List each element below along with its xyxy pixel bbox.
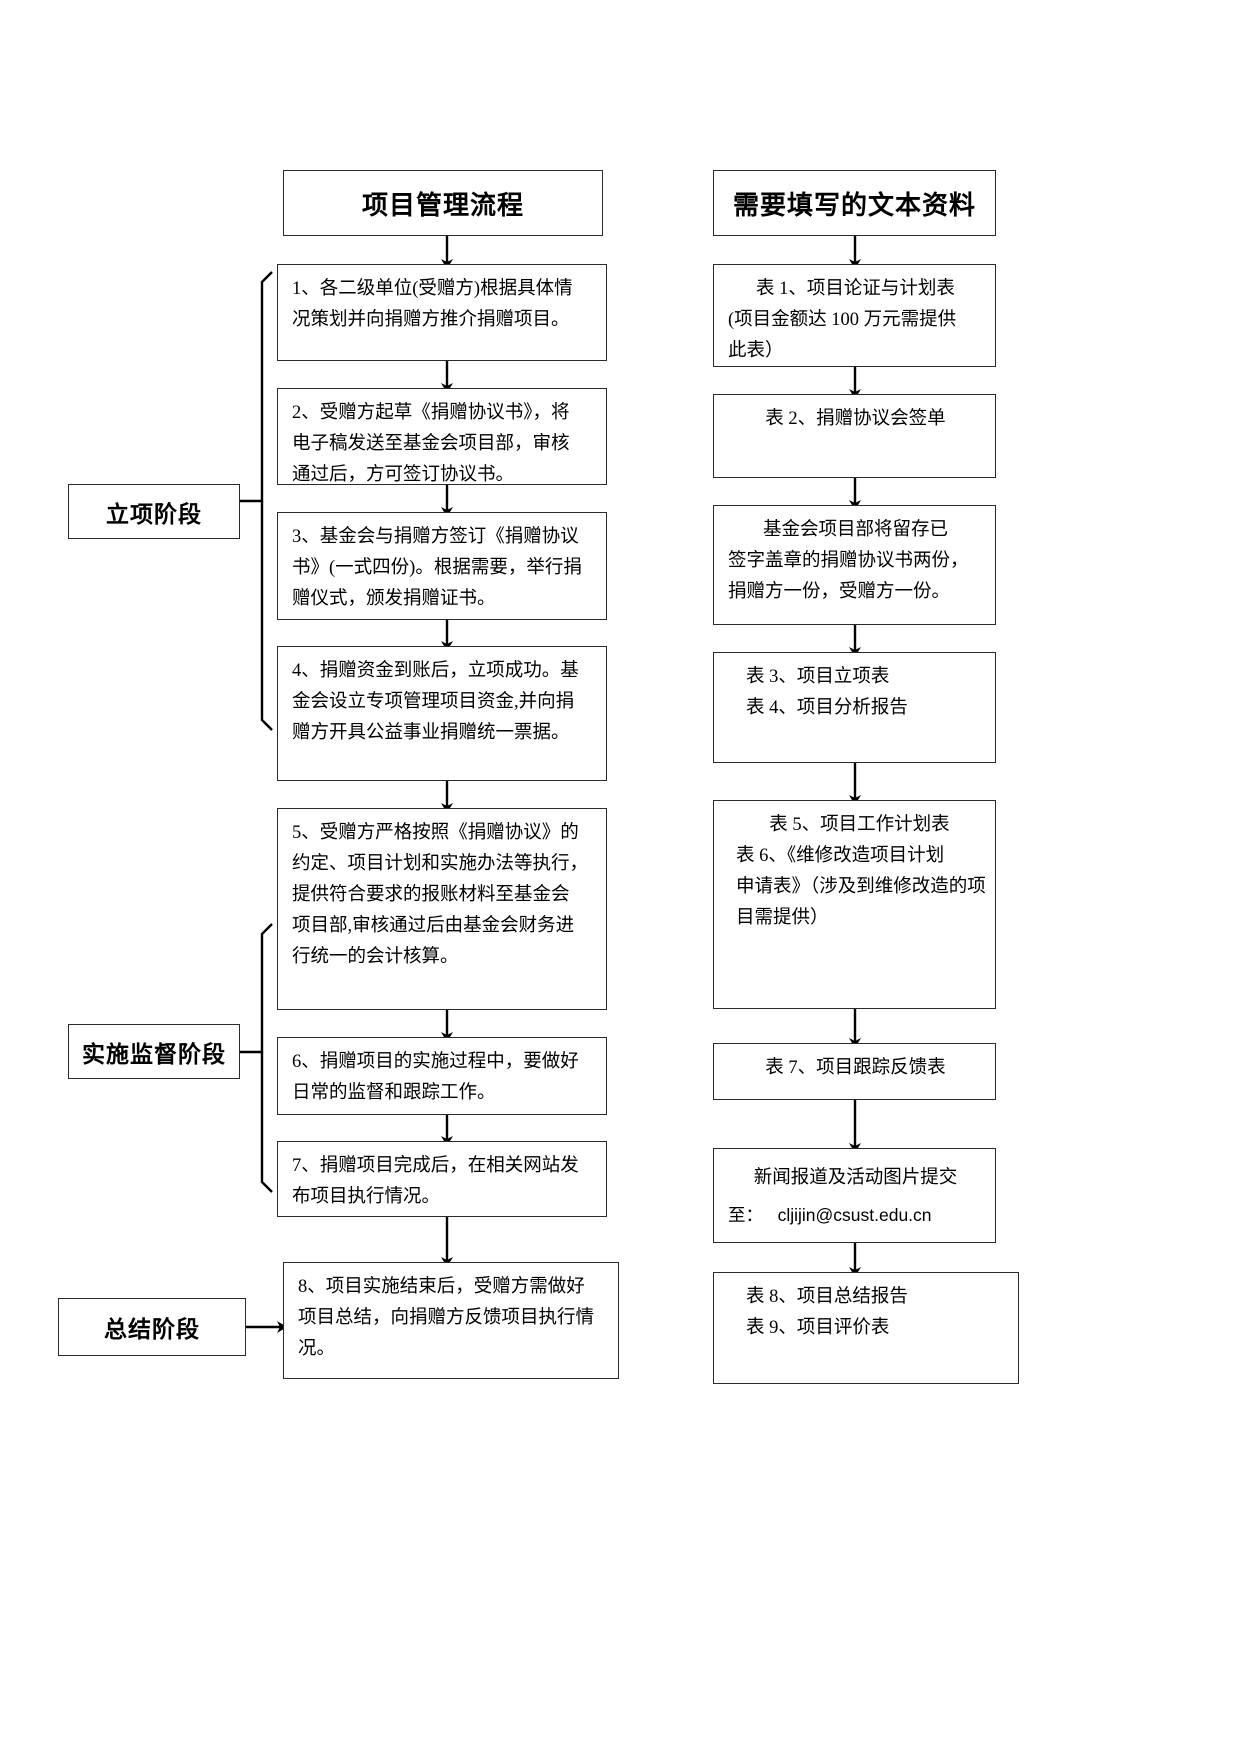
stage-1-bracket [240, 271, 273, 731]
step-4-line-3: 赠方开具公益事业捐赠统一票据。 [292, 723, 570, 743]
stage-label-box-2: 实施监督阶段 [68, 1024, 240, 1079]
step-box-3: 3、基金会与捐赠方签订《捐赠协议 书》(一式四份)。根据需要，举行捐 赠仪式，颁… [277, 512, 607, 620]
stage-label-box-1: 立项阶段 [68, 484, 240, 539]
step-1-line-1: 1、各二级单位(受赠方)根据具体情 [292, 279, 573, 299]
step-3-line-3: 赠仪式，颁发捐赠证书。 [292, 589, 496, 609]
right-column-title: 需要填写的文本资料 [732, 190, 976, 220]
doc-box-1: 表 1、项目论证与计划表 (项目金额达 100 万元需提供 此表） [713, 264, 996, 367]
doc-6-line-1: 表 7、项目跟踪反馈表 [765, 1058, 946, 1078]
step-1-line-2: 况策划并向捐赠方推介捐赠项目。 [292, 310, 570, 330]
step-5-line-4: 项目部,审核通过后由基金会财务进 [292, 916, 575, 936]
step-box-4: 4、捐赠资金到账后，立项成功。基 金会设立专项管理项目资金,并向捐 赠方开具公益… [277, 646, 607, 781]
doc-box-2: 表 2、捐赠协议会签单 [713, 394, 996, 478]
doc-5-line-1: 表 5、项目工作计划表 [769, 815, 950, 835]
stage-3-label: 总结阶段 [104, 1317, 200, 1342]
doc-box-7: 新闻报道及活动图片提交 至： cljijin@csust.edu.cn [713, 1148, 996, 1243]
step-5-line-2: 约定、项目计划和实施办法等执行， [292, 854, 589, 874]
step-box-6: 6、捐赠项目的实施过程中，要做好 日常的监督和跟踪工作。 [277, 1037, 607, 1115]
doc-1-line-1: 表 1、项目论证与计划表 [756, 279, 955, 299]
right-column-title-box: 需要填写的文本资料 [713, 170, 996, 236]
doc-box-6: 表 7、项目跟踪反馈表 [713, 1043, 996, 1100]
step-5-line-5: 行统一的会计核算。 [292, 947, 459, 967]
stage-2-label: 实施监督阶段 [82, 1041, 226, 1067]
doc-3-line-1: 基金会项目部将留存已 [762, 520, 948, 540]
left-column-title: 项目管理流程 [361, 190, 524, 220]
doc-box-4: 表 3、项目立项表 表 4、项目分析报告 [713, 652, 996, 763]
step-box-5: 5、受赠方严格按照《捐赠协议》的 约定、项目计划和实施办法等执行， 提供符合要求… [277, 808, 607, 1010]
doc-3-line-2: 签字盖章的捐赠协议书两份， [728, 551, 969, 571]
doc-3-line-3: 捐赠方一份，受赠方一份。 [728, 582, 951, 602]
stage-label-box-3: 总结阶段 [58, 1298, 246, 1356]
step-8-line-1: 8、项目实施结束后，受赠方需做好 [298, 1277, 585, 1297]
step-5-line-3: 提供符合要求的报账材料至基金会 [292, 885, 570, 905]
step-box-1: 1、各二级单位(受赠方)根据具体情 况策划并向捐赠方推介捐赠项目。 [277, 264, 607, 361]
doc-8-line-1: 表 8、项目总结报告 [746, 1287, 908, 1307]
doc-5-line-4: 目需提供） [736, 908, 829, 928]
doc-1-line-3: 此表） [728, 341, 784, 361]
doc-4-line-2: 表 4、项目分析报告 [746, 698, 908, 718]
left-column-title-box: 项目管理流程 [283, 170, 603, 236]
step-3-line-2: 书》(一式四份)。根据需要，举行捐 [292, 558, 582, 578]
step-8-line-2: 项目总结，向捐赠方反馈项目执行情 [298, 1308, 595, 1328]
step-5-line-1: 5、受赠方严格按照《捐赠协议》的 [292, 823, 579, 843]
step-7-line-1: 7、捐赠项目完成后，在相关网站发 [292, 1156, 579, 1176]
step-2-line-2: 电子稿发送至基金会项目部，审核 [292, 434, 570, 454]
step-4-line-1: 4、捐赠资金到账后，立项成功。基 [292, 661, 579, 681]
step-2-line-1: 2、受赠方起草《捐赠协议书》，将 [292, 403, 570, 423]
step-3-line-1: 3、基金会与捐赠方签订《捐赠协议 [292, 527, 579, 547]
step-6-line-1: 6、捐赠项目的实施过程中，要做好 [292, 1052, 579, 1072]
doc-7-line-2: 至： cljijin@csust.edu.cn [728, 1205, 932, 1225]
doc-5-line-3: 申请表》（涉及到维修改造的项 [736, 877, 986, 897]
doc-1-line-2: (项目金额达 100 万元需提供 [728, 310, 957, 330]
doc-8-line-2: 表 9、项目评价表 [746, 1318, 890, 1338]
step-7-line-2: 布项目执行情况。 [292, 1187, 441, 1207]
doc-box-3: 基金会项目部将留存已 签字盖章的捐赠协议书两份， 捐赠方一份，受赠方一份。 [713, 505, 996, 625]
step-box-7: 7、捐赠项目完成后，在相关网站发 布项目执行情况。 [277, 1141, 607, 1217]
doc-2-line-1: 表 2、捐赠协议会签单 [765, 409, 946, 429]
doc-box-5: 表 5、项目工作计划表 表 6、《维修改造项目计划 申请表》（涉及到维修改造的项… [713, 800, 996, 1009]
doc-4-line-1: 表 3、项目立项表 [746, 667, 890, 687]
step-2-line-3: 通过后，方可签订协议书。 [292, 465, 515, 485]
doc-5-line-2: 表 6、《维修改造项目计划 [736, 846, 945, 866]
step-box-8: 8、项目实施结束后，受赠方需做好 项目总结，向捐赠方反馈项目执行情 况。 [283, 1262, 619, 1379]
stage-1-label: 立项阶段 [106, 501, 202, 527]
step-6-line-2: 日常的监督和跟踪工作。 [292, 1083, 496, 1103]
stage-2-bracket [240, 923, 273, 1193]
step-8-line-3: 况。 [298, 1339, 336, 1359]
step-4-line-2: 金会设立专项管理项目资金,并向捐 [292, 692, 575, 712]
step-box-2: 2、受赠方起草《捐赠协议书》，将 电子稿发送至基金会项目部，审核 通过后，方可签… [277, 388, 607, 485]
doc-7-line-1: 新闻报道及活动图片提交 [753, 1168, 958, 1188]
doc-box-8: 表 8、项目总结报告 表 9、项目评价表 [713, 1272, 1019, 1384]
